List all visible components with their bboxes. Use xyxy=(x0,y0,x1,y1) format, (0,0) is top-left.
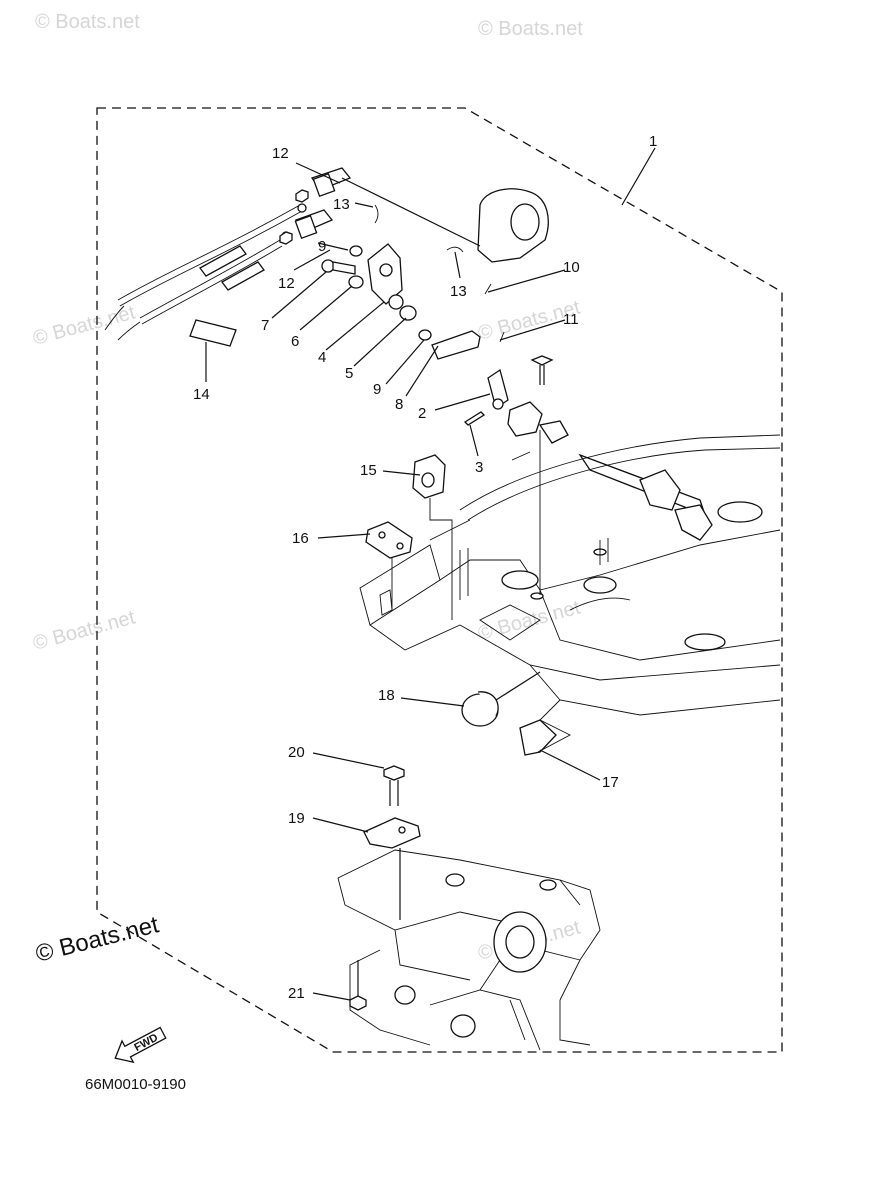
callout-1: 1 xyxy=(649,133,657,150)
callout-13-lower: 13 xyxy=(450,283,467,300)
callout-9-lower: 9 xyxy=(373,381,381,398)
callout-14: 14 xyxy=(193,386,210,403)
callout-12-upper: 12 xyxy=(272,145,289,162)
callout-16: 16 xyxy=(292,530,309,547)
callout-9-upper: 9 xyxy=(318,238,326,255)
callout-3: 3 xyxy=(475,459,483,476)
leader-1 xyxy=(621,147,656,206)
callout-21: 21 xyxy=(288,985,305,1002)
watermark: © Boats.net xyxy=(478,18,583,40)
callout-7: 7 xyxy=(261,317,269,334)
bottom-cowling-group xyxy=(317,355,781,781)
watermark: © Boats.net xyxy=(35,11,140,33)
watermark: © Boats.net xyxy=(31,606,138,654)
callout-12-lower: 12 xyxy=(278,275,295,292)
assembly-boundary xyxy=(96,107,783,1053)
callout-5: 5 xyxy=(345,365,353,382)
callout-13-upper: 13 xyxy=(333,196,350,213)
fwd-label: FWD xyxy=(132,1032,160,1054)
callout-8: 8 xyxy=(395,396,403,413)
callout-2: 2 xyxy=(418,405,426,422)
callout-19: 19 xyxy=(288,810,305,827)
callout-17: 17 xyxy=(602,774,619,791)
callout-18: 18 xyxy=(378,687,395,704)
callouts: 1 2 3 4 5 6 7 8 9 9 10 11 12 12 13 13 14… xyxy=(193,133,657,1002)
callout-10: 10 xyxy=(563,259,580,276)
callout-11: 11 xyxy=(563,311,579,328)
shift-linkage-group xyxy=(104,162,566,457)
callout-15: 15 xyxy=(360,462,377,479)
callout-4: 4 xyxy=(318,349,326,366)
part-code: 66M0010-9190 xyxy=(85,1076,186,1093)
watermark-main: © Boats.net xyxy=(33,911,162,968)
fwd-arrow-icon: FWD xyxy=(114,1026,167,1064)
callout-6: 6 xyxy=(291,333,299,350)
callout-20: 20 xyxy=(288,744,305,761)
watermark: © Boats.net xyxy=(476,596,583,644)
lower-bracket-group xyxy=(312,752,601,1051)
